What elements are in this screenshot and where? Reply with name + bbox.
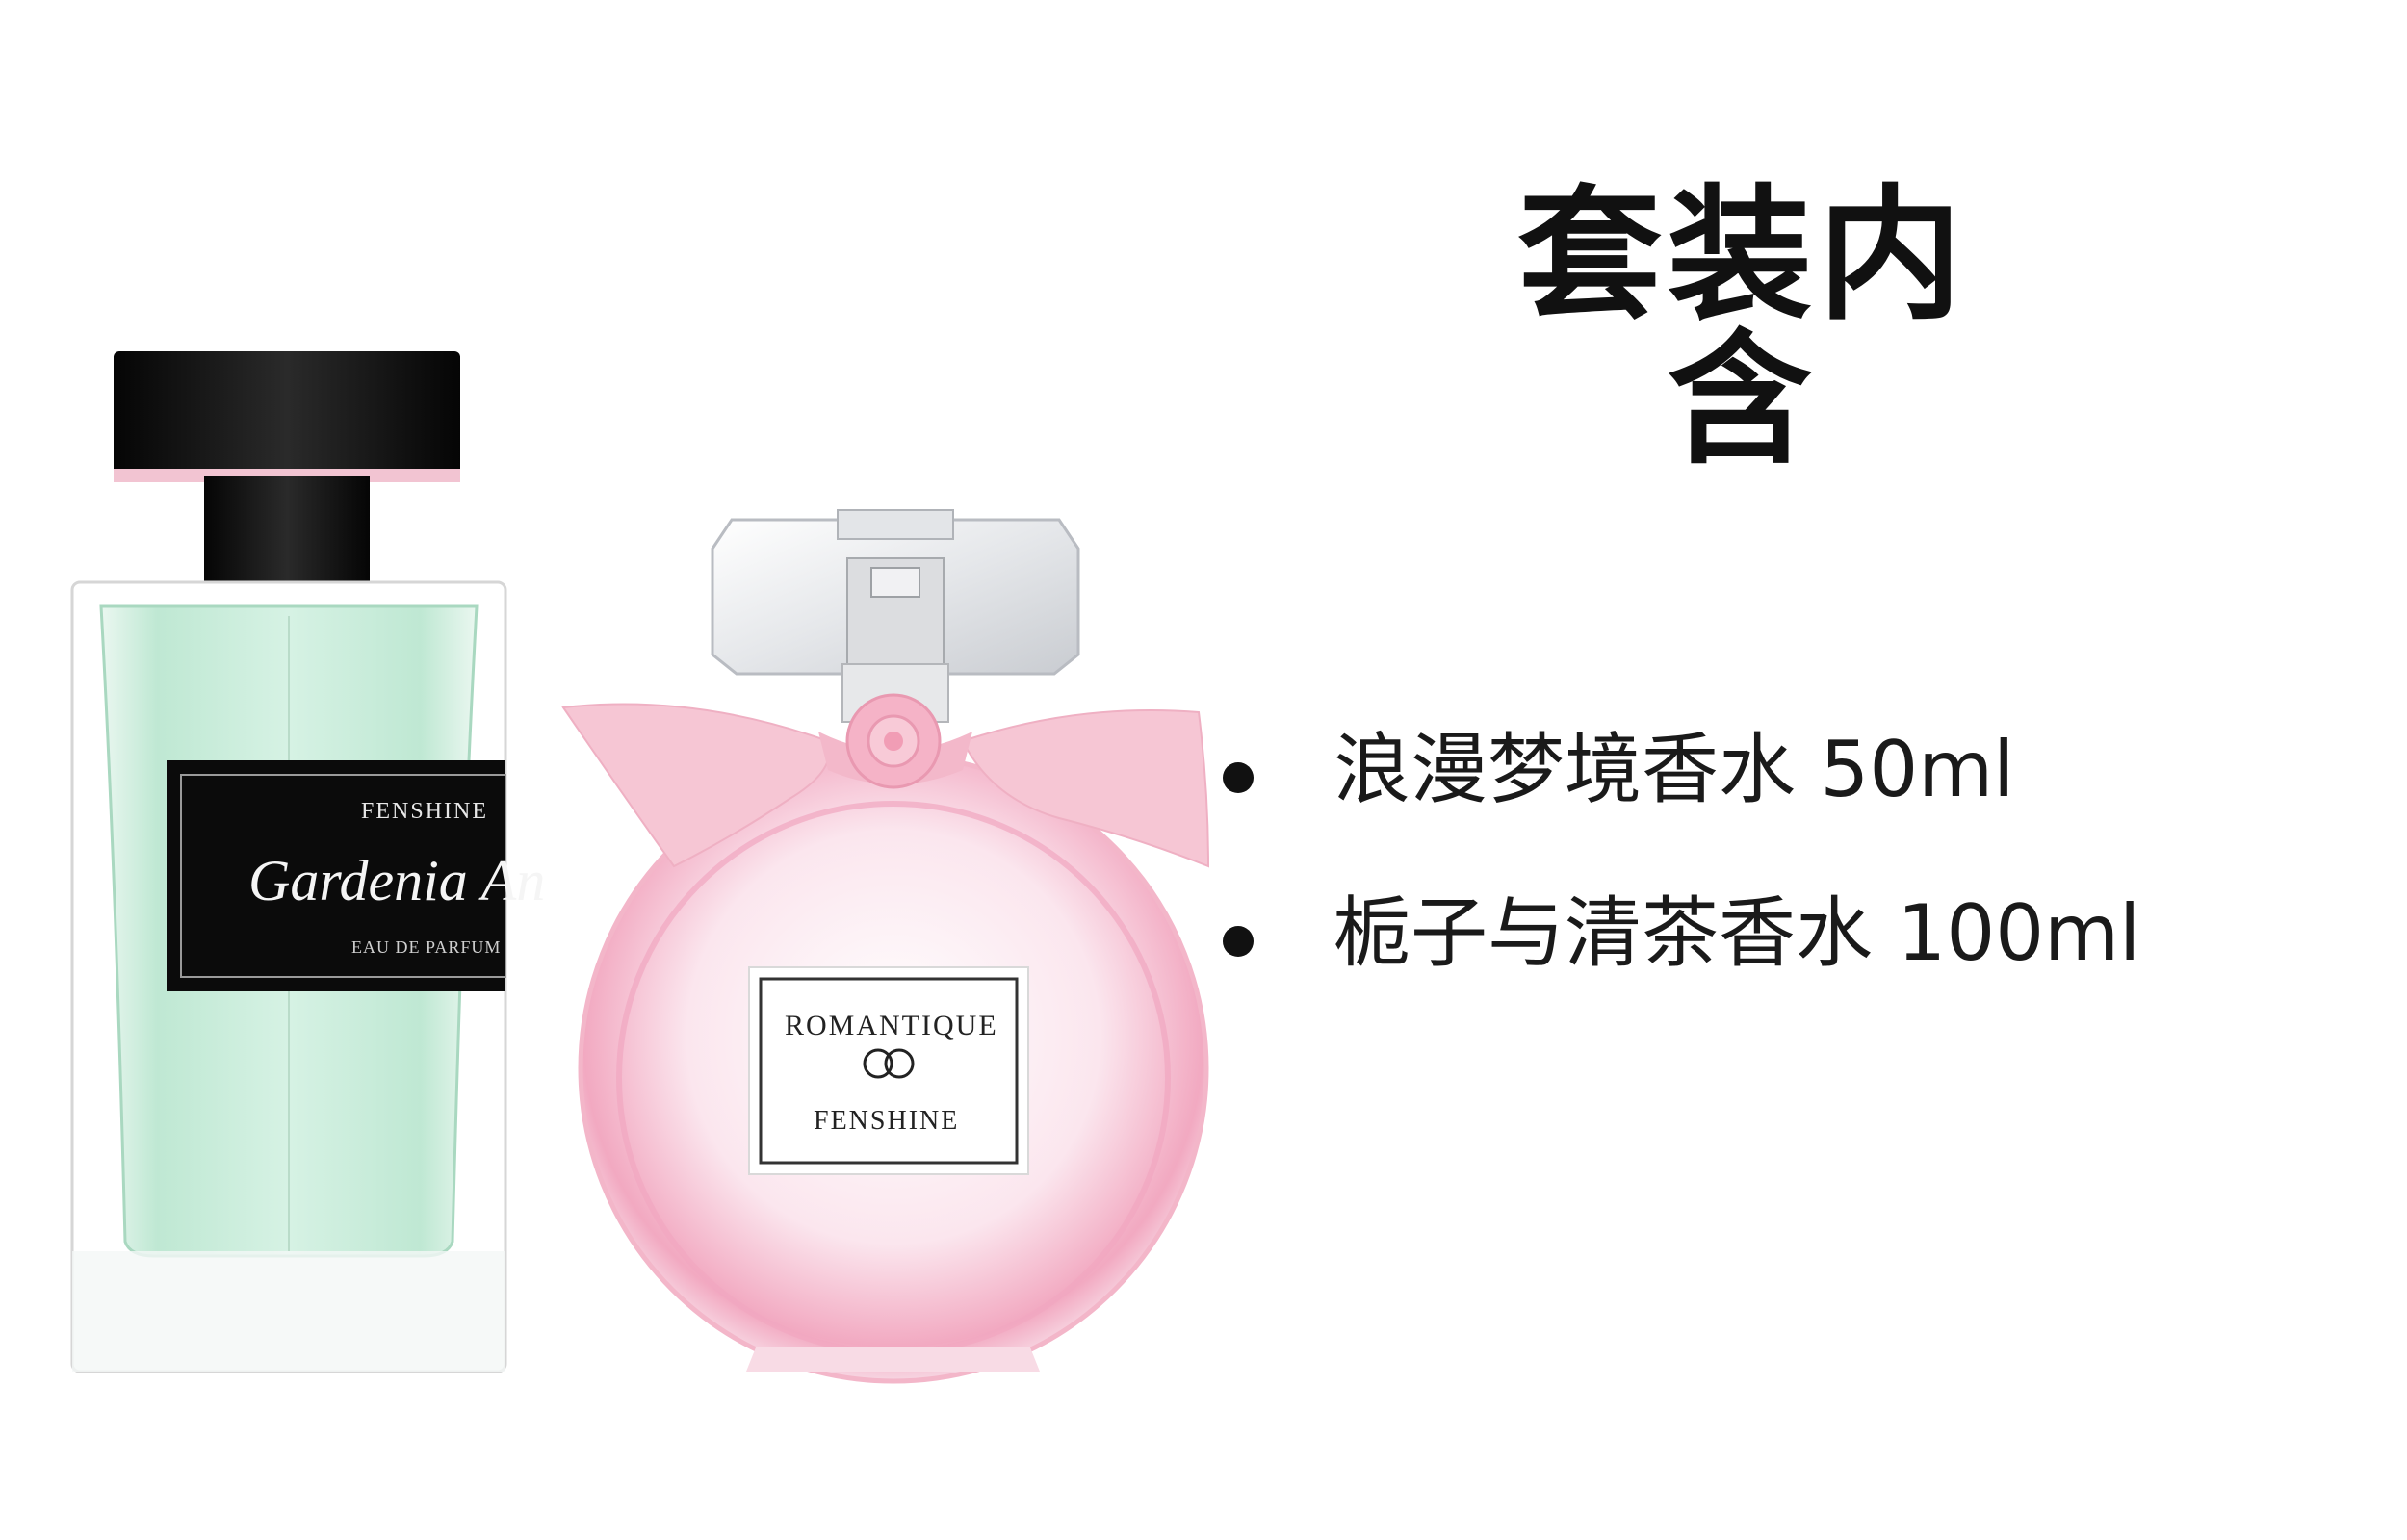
label-name: Gardenia An: [248, 849, 545, 912]
label-brand: FENSHINE: [361, 799, 488, 824]
set-contents-list: 浪漫梦境香水 50ml 栀子与清茶香水 100ml: [1223, 732, 2140, 1059]
label-type: EAU DE PARFUM: [351, 937, 501, 957]
product-image: FENSHINE Gardenia An EAU DE PARFUM ROMAN…: [70, 351, 1210, 1384]
bottle-cap: [114, 351, 460, 476]
item-label: 浪漫梦境香水 50ml: [1333, 725, 2015, 814]
green-perfume-bottle: FENSHINE Gardenia An EAU DE PARFUM: [70, 351, 545, 1373]
list-item: 浪漫梦境香水 50ml: [1223, 732, 2140, 818]
item-label: 栀子与清茶香水 100ml: [1333, 888, 2141, 978]
bottle-neck: [204, 476, 370, 587]
bottle-label: [167, 760, 505, 991]
label-brand: FENSHINE: [814, 1106, 959, 1136]
pink-perfume-bottle: ROMANTIQUE FENSHINE: [561, 509, 1210, 1384]
bullet-icon: [1223, 762, 1254, 793]
label-name: ROMANTIQUE: [785, 1010, 998, 1041]
page-title: 套装内含: [1516, 171, 1968, 484]
list-item: 栀子与清茶香水 100ml: [1223, 895, 2140, 982]
ribbon-bow: [561, 703, 831, 868]
bullet-icon: [1223, 926, 1254, 957]
brand-logo-icon: [863, 1048, 915, 1079]
